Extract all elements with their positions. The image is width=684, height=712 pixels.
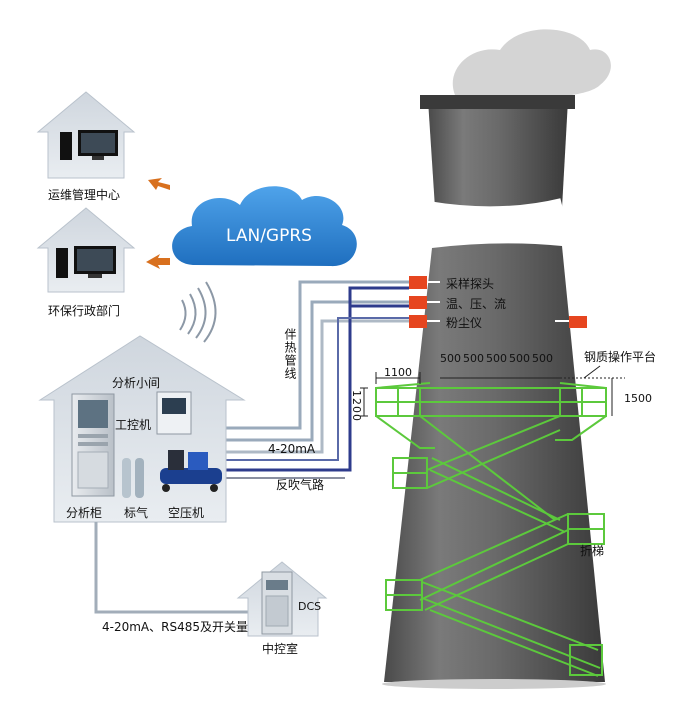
probe-thp-marker (409, 296, 427, 309)
label-dim-spacing-0: 500 (440, 352, 461, 365)
label-std-gas: 标气 (124, 506, 149, 520)
arrows (146, 178, 170, 269)
house-analysis-room (38, 335, 246, 523)
label-cabinet: 分析柜 (66, 506, 103, 520)
label-bottom-link: 4-20mA、RS485及开关量 (102, 620, 248, 634)
label-platform-title: 钢质操作平台 (584, 350, 657, 364)
label-compressor: 空压机 (168, 506, 205, 520)
smoke-plume (452, 29, 611, 101)
pipe-heat-trace-3 (222, 319, 409, 454)
label-probe-sampling: 采样探头 (446, 277, 495, 291)
house-control-room (236, 561, 328, 637)
label-ops-center: 运维管理中心 (48, 188, 121, 202)
cloud-label: LAN/GPRS (226, 226, 312, 246)
pipes (222, 280, 409, 479)
gas-cylinder-icon (135, 458, 144, 498)
pc-tower-icon (60, 132, 72, 160)
probe-sampling-marker (409, 276, 427, 289)
label-dim-spacing-1: 500 (463, 352, 484, 365)
lan-gprs-cloud (172, 186, 357, 267)
pipe-signal (222, 317, 409, 461)
label-dim-spacing-2: 500 (486, 352, 507, 365)
label-dim-overhang: 1100 (384, 366, 412, 379)
pipe-control-link (94, 522, 250, 614)
pc-tower-icon (56, 248, 68, 278)
label-dim-spacing-4: 500 (532, 352, 553, 365)
gas-cylinder-icon (122, 458, 131, 498)
probes (409, 276, 587, 328)
label-signal: 4-20mA (268, 442, 316, 456)
pipe-heat-trace-1 (222, 280, 409, 430)
label-ladder: 折梯 (580, 544, 605, 558)
arrow-to-env-icon (146, 254, 170, 269)
label-backblow: 反吹气路 (276, 478, 325, 492)
probe-right-marker (569, 316, 587, 328)
chimney-top-section (428, 100, 568, 208)
wireless-signal-icon (179, 281, 217, 343)
house-env-admin (36, 207, 136, 293)
label-control-room: 中控室 (262, 642, 299, 656)
pipe-heat-trace-2 (222, 300, 409, 442)
arrow-to-ops-icon (148, 178, 170, 190)
dimension-lines (360, 365, 625, 417)
label-env-admin: 环保行政部门 (48, 304, 121, 318)
label-probe-dust: 粉尘仪 (446, 316, 483, 330)
house-ops-center (36, 91, 136, 179)
label-dcs: DCS (298, 600, 322, 613)
pipe-backblow (222, 286, 409, 472)
label-heat-trace: 伴热管线 (283, 328, 297, 380)
label-ipc: 工控机 (115, 418, 152, 432)
steel-platform (375, 382, 607, 677)
label-dim-spacing-3: 500 (509, 352, 530, 365)
label-probe-thp: 温、压、流 (446, 297, 507, 311)
label-dim-rail: 1500 (624, 392, 652, 405)
label-analysis-room: 分析小间 (112, 376, 161, 390)
air-compressor-icon (160, 450, 222, 492)
probe-dust-marker (409, 315, 427, 328)
label-dim-height: 1200 (350, 390, 363, 422)
